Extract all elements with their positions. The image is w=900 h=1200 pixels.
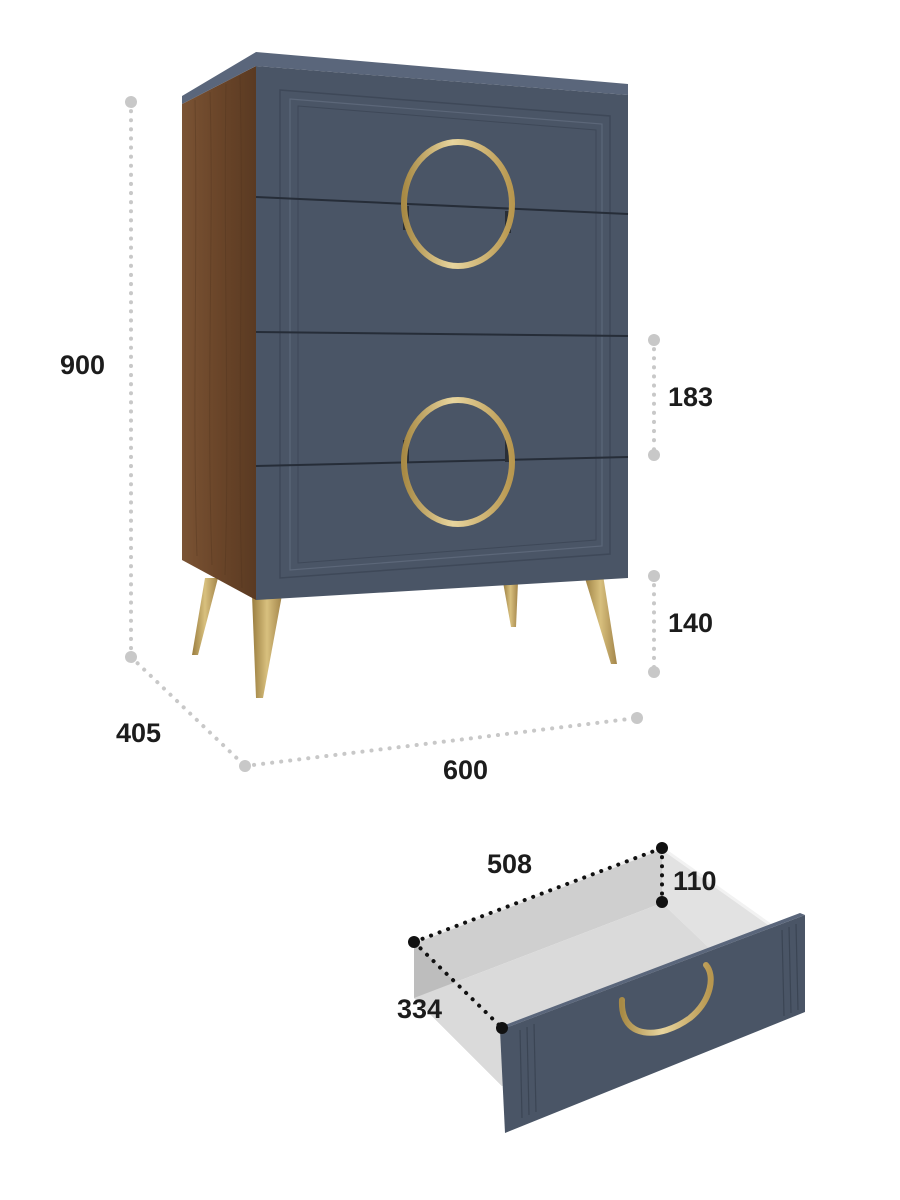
drawer-front-height-label: 183 [668,382,713,412]
height-label: 900 [60,350,105,380]
dimension-lines [129,100,656,768]
open-drawer [413,846,805,1133]
front-molding-outer [279,89,611,579]
leg-back-right [503,582,518,627]
leg-back-left [192,578,218,655]
leg-height-label: 140 [668,608,713,638]
drawer-inner-depth-label: 334 [397,994,442,1024]
arc-pull-icon[interactable] [618,962,714,1036]
dresser-side-panel [182,66,256,600]
wood-grain [194,75,243,589]
dimension-endpoints [125,96,660,772]
drawer-front-molding [519,923,799,1119]
width-label: 600 [443,755,488,785]
drawer-inner-width-label: 508 [487,849,532,879]
bracket [505,440,511,462]
drawer-back-wall [414,848,662,998]
drawer-gap-2 [255,331,629,337]
drawer-front-top-face [497,913,805,1030]
drawer-inner-height-label: 110 [673,866,717,896]
leg-front-left [252,595,282,698]
drawer-inner-dimensions [412,846,664,1030]
dresser [182,52,629,698]
ring-handle-icon[interactable] [401,397,515,527]
leg-front-right [584,575,617,664]
drawer-gap-3 [255,456,629,467]
depth-label: 405 [116,718,161,748]
drawer-front-panel [500,915,805,1133]
front-molding-inner2 [297,105,597,564]
drawer-dimension-endpoints [408,842,668,1034]
dresser-top [182,52,628,104]
drawer-gap-1 [255,196,629,215]
front-molding-inner [289,98,603,571]
ring-handle-icon[interactable] [401,139,515,269]
